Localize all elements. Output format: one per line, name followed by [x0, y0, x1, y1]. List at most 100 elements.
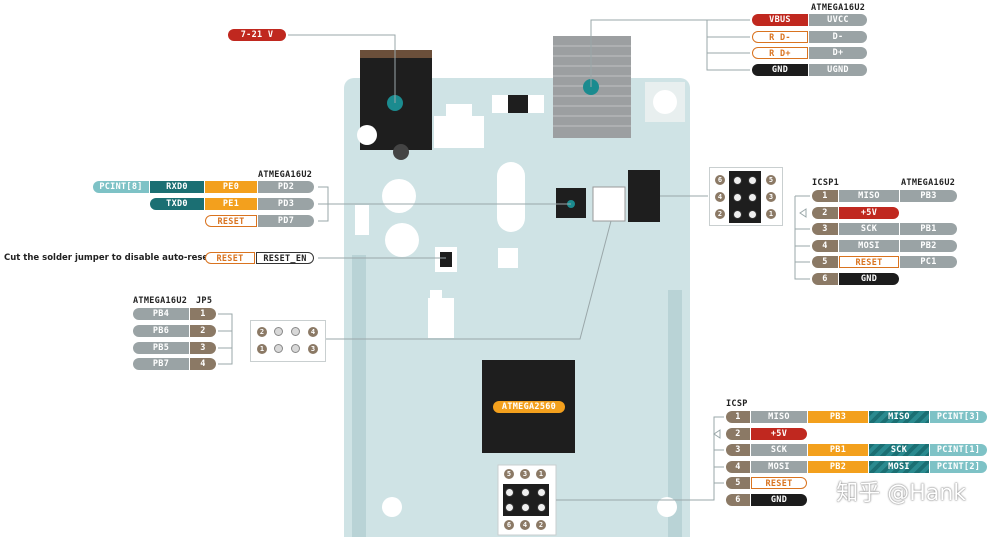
jp5-grid-1: 1: [257, 344, 267, 354]
jp5-pin4: 4: [190, 358, 216, 370]
jumper-note: Cut the solder jumper to disable auto-re…: [4, 253, 213, 263]
icsp-pin2: 2: [726, 428, 750, 440]
header-strip-right: [668, 290, 682, 537]
icsp-header: ICSP: [726, 399, 748, 409]
power-voltage-label: 7-21 V: [228, 29, 286, 41]
jp5-hole: [291, 344, 300, 353]
icsp1-pc1: PC1: [900, 256, 957, 268]
jp5-header: JP5: [196, 296, 213, 306]
jp5-hole: [291, 327, 300, 336]
usb-rd-minus: R D-: [752, 31, 808, 43]
icsp1-grid-3: 3: [766, 192, 776, 202]
icsp1-sck: SCK: [839, 223, 899, 235]
serial-pd2: PD2: [258, 181, 314, 193]
serial-header: ATMEGA16U2: [258, 170, 313, 180]
icsp-pb3: PB3: [808, 411, 868, 423]
icsp-grid-1: 1: [536, 469, 546, 479]
icsp1-pin3: 3: [812, 223, 838, 235]
icsp1-gnd: GND: [839, 273, 899, 285]
icsp-grid-5: 5: [504, 469, 514, 479]
icsp1-hole: [748, 210, 757, 219]
jp5-pin2: 2: [190, 325, 216, 337]
icsp-pin4: 4: [726, 461, 750, 473]
icsp1-5v: +5V: [839, 207, 899, 219]
icsp1-pb1: PB1: [900, 223, 957, 235]
icsp-hole: [537, 503, 546, 512]
jp5-hole: [274, 344, 283, 353]
icsp-hole: [505, 488, 514, 497]
serial-txd0: TXD0: [150, 198, 204, 210]
icsp1-hole: [733, 210, 742, 219]
icsp-pb1: PB1: [808, 444, 868, 456]
icsp-hole: [505, 503, 514, 512]
icsp-alt-mosi: MOSI: [869, 461, 929, 473]
icsp1-grid-5: 5: [766, 175, 776, 185]
icsp1-pin-grid: 6 4 2 5 3 1: [709, 167, 783, 226]
icsp-hole: [537, 488, 546, 497]
icsp1-hole: [748, 176, 757, 185]
header-strip-left: [352, 255, 366, 537]
icsp-pin3: 3: [726, 444, 750, 456]
usb-gnd: GND: [752, 64, 808, 76]
usb-vbus: VBUS: [752, 14, 808, 26]
icsp-alt-sck: SCK: [869, 444, 929, 456]
jp5-hole: [274, 327, 283, 336]
jp5-pb4: PB4: [133, 308, 189, 320]
icsp1-pin1: 1: [812, 190, 838, 202]
icsp1-grid-6: 6: [715, 175, 725, 185]
jp5-pb6: PB6: [133, 325, 189, 337]
usb-uvcc: UVCC: [809, 14, 867, 26]
icsp1-grid-1: 1: [766, 209, 776, 219]
jp5-pin1: 1: [190, 308, 216, 320]
icsp-pin5: 5: [726, 477, 750, 489]
icsp-mosi: MOSI: [751, 461, 807, 473]
jp5-grid-4: 4: [308, 327, 318, 337]
usb-rd-plus: R D+: [752, 47, 808, 59]
icsp1-header: ICSP1: [812, 178, 840, 188]
icsp-pb2: PB2: [808, 461, 868, 473]
icsp1-mcu-header: ATMEGA16U2: [901, 178, 956, 188]
icsp1-mosi: MOSI: [839, 240, 899, 252]
icsp-hole: [521, 488, 530, 497]
icsp-reset: RESET: [751, 477, 807, 489]
serial-pe0: PE0: [205, 181, 257, 193]
usb-d-minus: D-: [809, 31, 867, 43]
jp5-header-mcu: ATMEGA16U2: [133, 296, 188, 306]
icsp1-hole: [748, 193, 757, 202]
icsp-grid-6: 6: [504, 520, 514, 530]
icsp1-hole: [733, 193, 742, 202]
icsp1-pin4: 4: [812, 240, 838, 252]
icsp1-grid-2: 2: [715, 209, 725, 219]
icsp-sck: SCK: [751, 444, 807, 456]
icsp-miso: MISO: [751, 411, 807, 423]
jp5-grid-3: 3: [308, 344, 318, 354]
usb-ugnd: UGND: [809, 64, 867, 76]
icsp-pcint1: PCINT[1]: [930, 444, 987, 456]
serial-pcint8: PCINT[8]: [93, 181, 149, 193]
icsp1-pin2: 2: [812, 207, 838, 219]
usb-header: ATMEGA16U2: [811, 3, 866, 13]
icsp1-hole: [733, 176, 742, 185]
icsp-pin6: 6: [726, 494, 750, 506]
usb-d-plus: D+: [809, 47, 867, 59]
jp5-pb5: PB5: [133, 342, 189, 354]
icsp-grid-3: 3: [520, 469, 530, 479]
jp5-pin3: 3: [190, 342, 216, 354]
icsp-pin1: 1: [726, 411, 750, 423]
icsp-grid-4: 4: [520, 520, 530, 530]
serial-pe1: PE1: [205, 198, 257, 210]
serial-rxd0: RXD0: [150, 181, 204, 193]
icsp-grid-2: 2: [536, 520, 546, 530]
icsp-5v: +5V: [751, 428, 807, 440]
icsp1-pin5: 5: [812, 256, 838, 268]
icsp1-miso: MISO: [839, 190, 899, 202]
watermark: 知乎 @Hank: [836, 481, 966, 506]
mcu-label: ATMEGA2560: [493, 401, 565, 413]
icsp-pcint2: PCINT[2]: [930, 461, 987, 473]
serial-pd3: PD3: [258, 198, 314, 210]
icsp-hole: [521, 503, 530, 512]
icsp1-reset: RESET: [839, 256, 899, 268]
serial-pd7: PD7: [258, 215, 314, 227]
icsp-alt-miso: MISO: [869, 411, 929, 423]
